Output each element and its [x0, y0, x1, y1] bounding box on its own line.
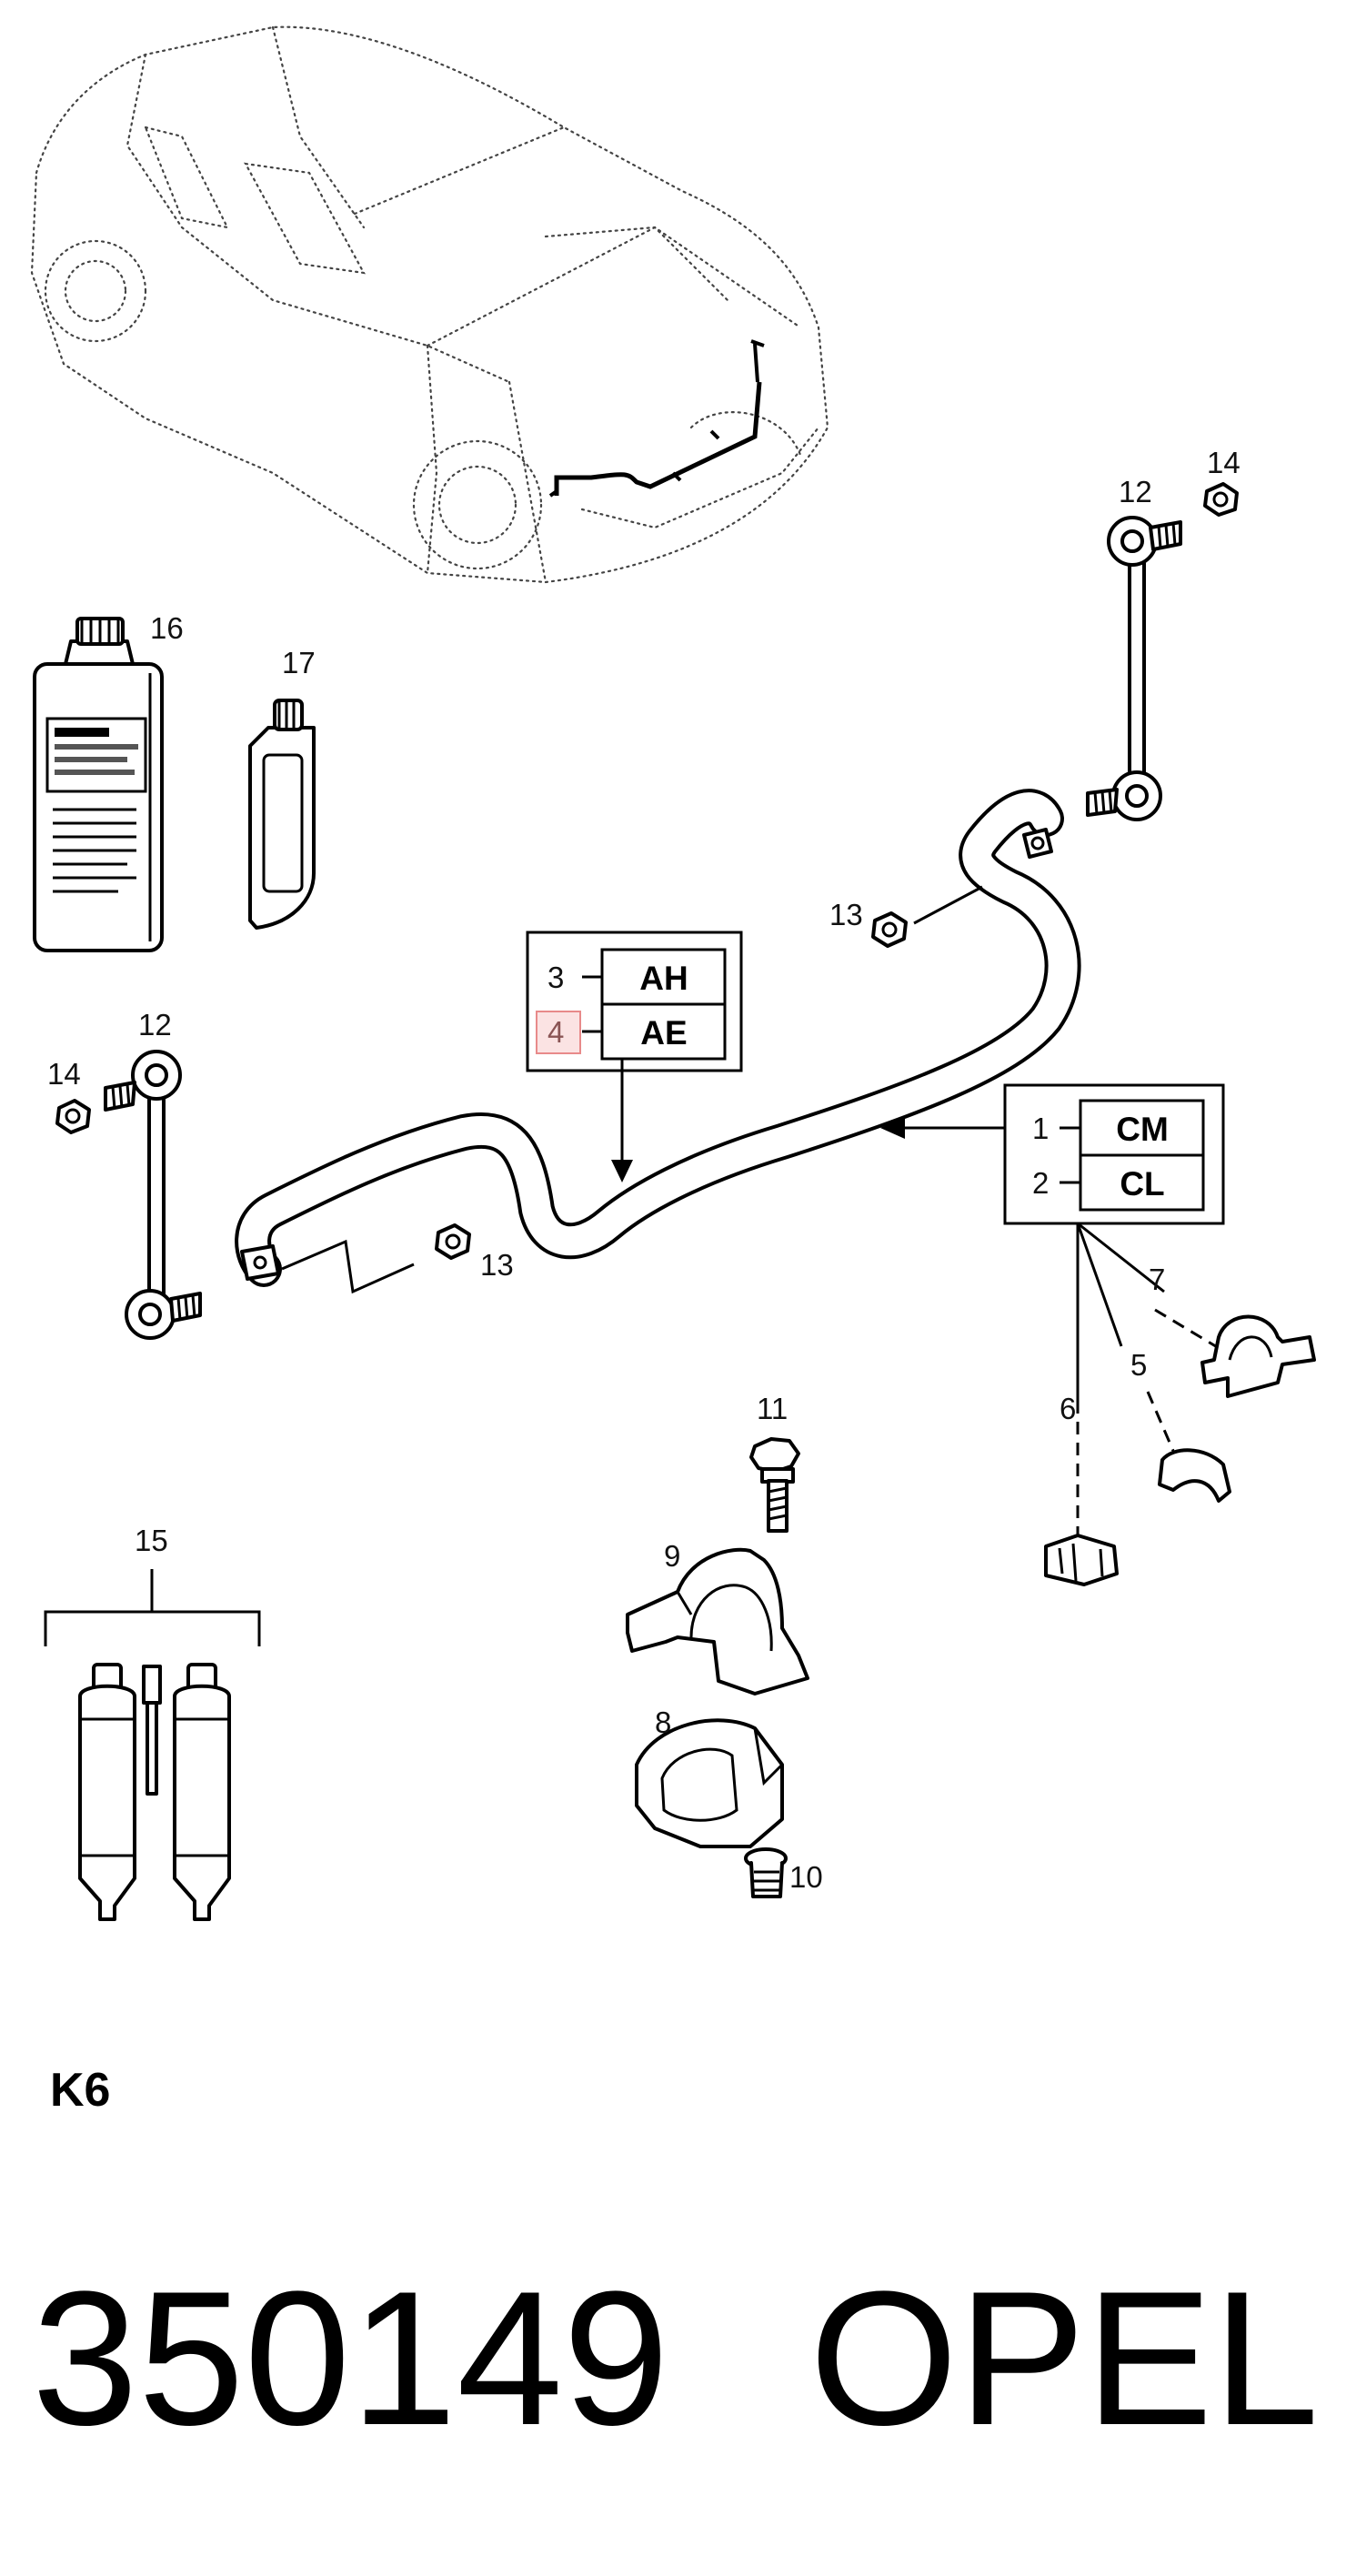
callout-13-lower: 13	[480, 1248, 514, 1282]
callout-14-left: 14	[47, 1057, 81, 1091]
variant-box-right	[880, 1083, 1225, 1551]
callout-9: 9	[664, 1539, 680, 1573]
callout-6: 6	[1060, 1392, 1076, 1425]
callout-5: 5	[1130, 1348, 1147, 1382]
callout-17: 17	[282, 646, 316, 679]
callout-2: 2	[1032, 1166, 1049, 1200]
stabilizer-link-right-12	[1086, 516, 1182, 821]
bolt-11	[749, 1437, 800, 1533]
stabilizer-link-left-12	[104, 1050, 202, 1340]
grease-tube-17	[248, 699, 316, 930]
callout-16: 16	[150, 611, 184, 645]
callout-13-upper: 13	[829, 898, 863, 931]
callout-12-left: 12	[138, 1008, 172, 1041]
nut-lower-13	[435, 1223, 471, 1260]
callout-10: 10	[789, 1860, 823, 1894]
callout-12-right: 12	[1119, 475, 1152, 508]
fluid-bottle-16	[33, 617, 164, 952]
callout-8: 8	[655, 1706, 671, 1739]
callout-11: 11	[757, 1392, 788, 1425]
callout-3: 3	[547, 961, 564, 994]
callout-4: 4	[547, 1015, 564, 1049]
variant-code-CM: CM	[1116, 1111, 1169, 1148]
brand-name: OPEL	[809, 2251, 1319, 2465]
variant-code-CL: CL	[1120, 1165, 1164, 1202]
callout-labels: 14 12 16 17 13 12 14 13 3 4 AH AE 1 2 CM…	[47, 446, 1241, 1894]
callout-1: 1	[1032, 1112, 1049, 1145]
stabilizer-bar	[235, 789, 1081, 1294]
clamp-7	[1200, 1314, 1316, 1398]
clip-6	[1044, 1534, 1119, 1586]
callout-15: 15	[135, 1524, 168, 1557]
bushing-half-5	[1158, 1448, 1231, 1503]
callout-14-right: 14	[1207, 446, 1241, 479]
car-illustration	[30, 25, 829, 584]
nut-left-14	[55, 1099, 91, 1134]
variant-code-AH: AH	[639, 960, 688, 997]
plug-10	[744, 1847, 788, 1898]
kit-15	[44, 1569, 261, 1921]
part-number: 350149	[32, 2251, 669, 2465]
bracket-9	[626, 1547, 809, 1696]
nut-right-14	[1203, 482, 1239, 517]
section-code: K6	[50, 2064, 110, 2117]
variant-code-AE: AE	[640, 1014, 687, 1052]
rubber-bushing-8	[635, 1718, 784, 1848]
variant-box-left	[526, 931, 743, 1182]
nut-upper-13	[871, 885, 983, 948]
callout-7: 7	[1149, 1263, 1165, 1296]
callout-4-highlight	[536, 1011, 581, 1054]
